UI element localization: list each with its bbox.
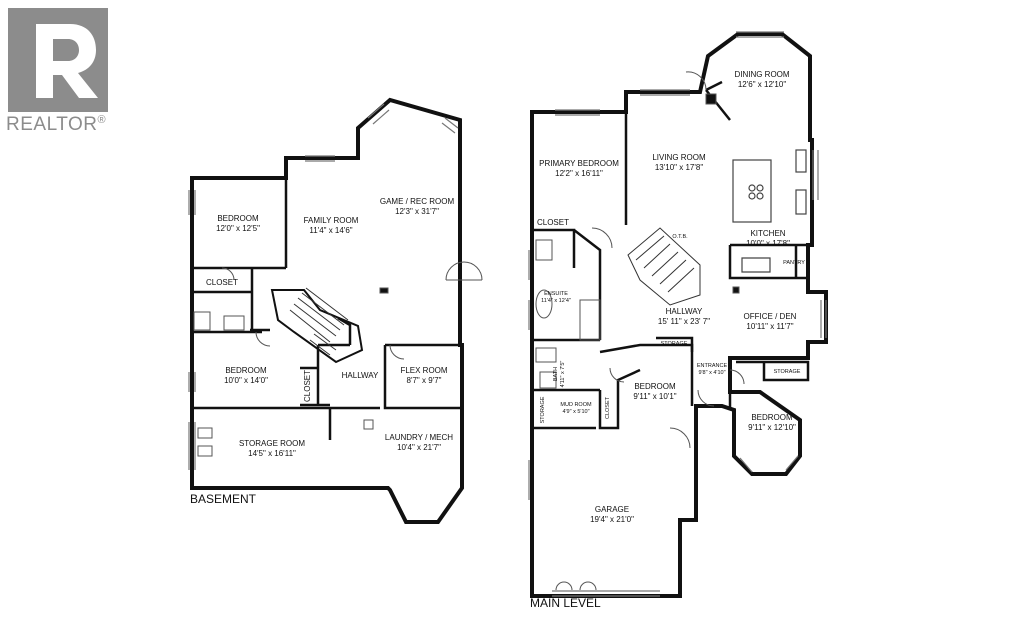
room-name-basement-closet-2: CLOSET bbox=[303, 370, 312, 402]
room-name-family-room: FAMILY ROOM bbox=[304, 216, 359, 225]
room-size-game-rec-room: 12'3" x 31'7" bbox=[395, 207, 439, 216]
room-size-main-bedroom-1: 9'11" x 10'1" bbox=[633, 392, 676, 401]
room-name-mud-closet: CLOSET bbox=[605, 396, 611, 419]
room-size-flex-room: 8'7" x 9'7" bbox=[407, 376, 442, 385]
main-fixtures bbox=[535, 71, 745, 591]
basement-doors bbox=[193, 261, 483, 457]
room-name-basement-closet-1: CLOSET bbox=[206, 278, 238, 287]
level-label-main: MAIN LEVEL bbox=[530, 596, 601, 610]
room-size-basement-bedroom-2: 10'0" x 14'0" bbox=[224, 376, 268, 385]
room-size-main-hallway: 15' 11" x 23' 7" bbox=[658, 317, 710, 326]
room-name-ensuite: ENSUITE bbox=[544, 291, 568, 297]
room-name-basement-bedroom-1: BEDROOM bbox=[217, 214, 259, 223]
room-name-mud-storage: STORAGE bbox=[540, 396, 546, 423]
main-stairs bbox=[627, 227, 701, 306]
room-name-bath: BATH bbox=[553, 367, 559, 381]
room-size-entrance: 9'8" x 4'10" bbox=[698, 370, 725, 376]
basement-stairs bbox=[289, 287, 349, 356]
level-label-basement: BASEMENT bbox=[190, 492, 257, 506]
room-name-main-bedroom-1: BEDROOM bbox=[634, 382, 676, 391]
room-size-mud-room: 4'9" x 5'10" bbox=[562, 409, 589, 415]
main-walls bbox=[530, 32, 828, 598]
room-name-entrance: ENTRANCE bbox=[697, 363, 728, 369]
label-otb: O.T.B. bbox=[672, 234, 688, 240]
room-name-living-room: LIVING ROOM bbox=[652, 153, 706, 162]
registered-mark: ® bbox=[97, 114, 107, 126]
room-name-main-closet: CLOSET bbox=[537, 218, 569, 227]
room-size-garage: 19'4" x 21'0" bbox=[590, 515, 634, 524]
basement-windows bbox=[188, 103, 459, 470]
room-size-primary-bedroom: 12'2" x 16'11" bbox=[555, 169, 603, 178]
room-name-basement-bedroom-2: BEDROOM bbox=[225, 366, 267, 375]
room-size-ensuite: 11'4" x 12'4" bbox=[541, 298, 571, 304]
room-size-kitchen: 10'0" x 17'8" bbox=[746, 239, 790, 248]
main-interior-walls bbox=[530, 80, 810, 596]
room-size-main-bedroom-2: 9'11" x 12'10" bbox=[748, 423, 796, 432]
room-name-pantry: PANTRY bbox=[783, 260, 805, 266]
realtor-wordmark: REALTOR® bbox=[6, 114, 106, 136]
room-name-main-hallway: HALLWAY bbox=[666, 307, 703, 316]
room-size-dining-room: 12'6" x 12'10" bbox=[738, 80, 786, 89]
kitchen-island bbox=[732, 149, 807, 273]
room-name-laundry-mech: LAUNDRY / MECH bbox=[385, 433, 453, 442]
room-size-living-room: 13'10" x 17'8" bbox=[655, 163, 703, 172]
room-size-laundry-mech: 10'4" x 21'7" bbox=[397, 443, 441, 452]
room-name-game-rec-room: GAME / REC ROOM bbox=[380, 197, 455, 206]
room-name-garage: GARAGE bbox=[595, 505, 629, 514]
room-name-main-storage-1: STORAGE bbox=[661, 341, 688, 347]
basement-interior-walls bbox=[192, 178, 462, 440]
room-name-main-bedroom-2: BEDROOM bbox=[751, 413, 793, 422]
room-name-storage-room: STORAGE ROOM bbox=[239, 439, 305, 448]
room-size-office-den: 10'11" x 11'7" bbox=[746, 322, 793, 331]
room-name-dining-room: DINING ROOM bbox=[734, 70, 789, 79]
room-size-family-room: 11'4" x 14'6" bbox=[309, 226, 352, 235]
room-name-basement-hallway: HALLWAY bbox=[342, 371, 379, 380]
room-size-storage-room: 14'5" x 16'11" bbox=[248, 449, 296, 458]
room-name-mud-room: MUD ROOM bbox=[560, 402, 592, 408]
room-size-basement-bedroom-1: 12'0" x 12'5" bbox=[216, 224, 260, 233]
room-name-flex-room: FLEX ROOM bbox=[400, 366, 447, 375]
brand-name: REALTOR bbox=[6, 114, 98, 135]
main-windows bbox=[528, 31, 827, 597]
room-name-kitchen: KITCHEN bbox=[750, 229, 785, 238]
realtor-logo-icon bbox=[8, 8, 108, 112]
basement-walls bbox=[190, 97, 464, 524]
room-name-primary-bedroom: PRIMARY BEDROOM bbox=[539, 159, 619, 168]
room-name-office-den: OFFICE / DEN bbox=[744, 312, 797, 321]
room-size-bath: 4'11" x 7'5" bbox=[560, 361, 566, 388]
room-name-main-storage-2: STORAGE bbox=[774, 369, 801, 375]
